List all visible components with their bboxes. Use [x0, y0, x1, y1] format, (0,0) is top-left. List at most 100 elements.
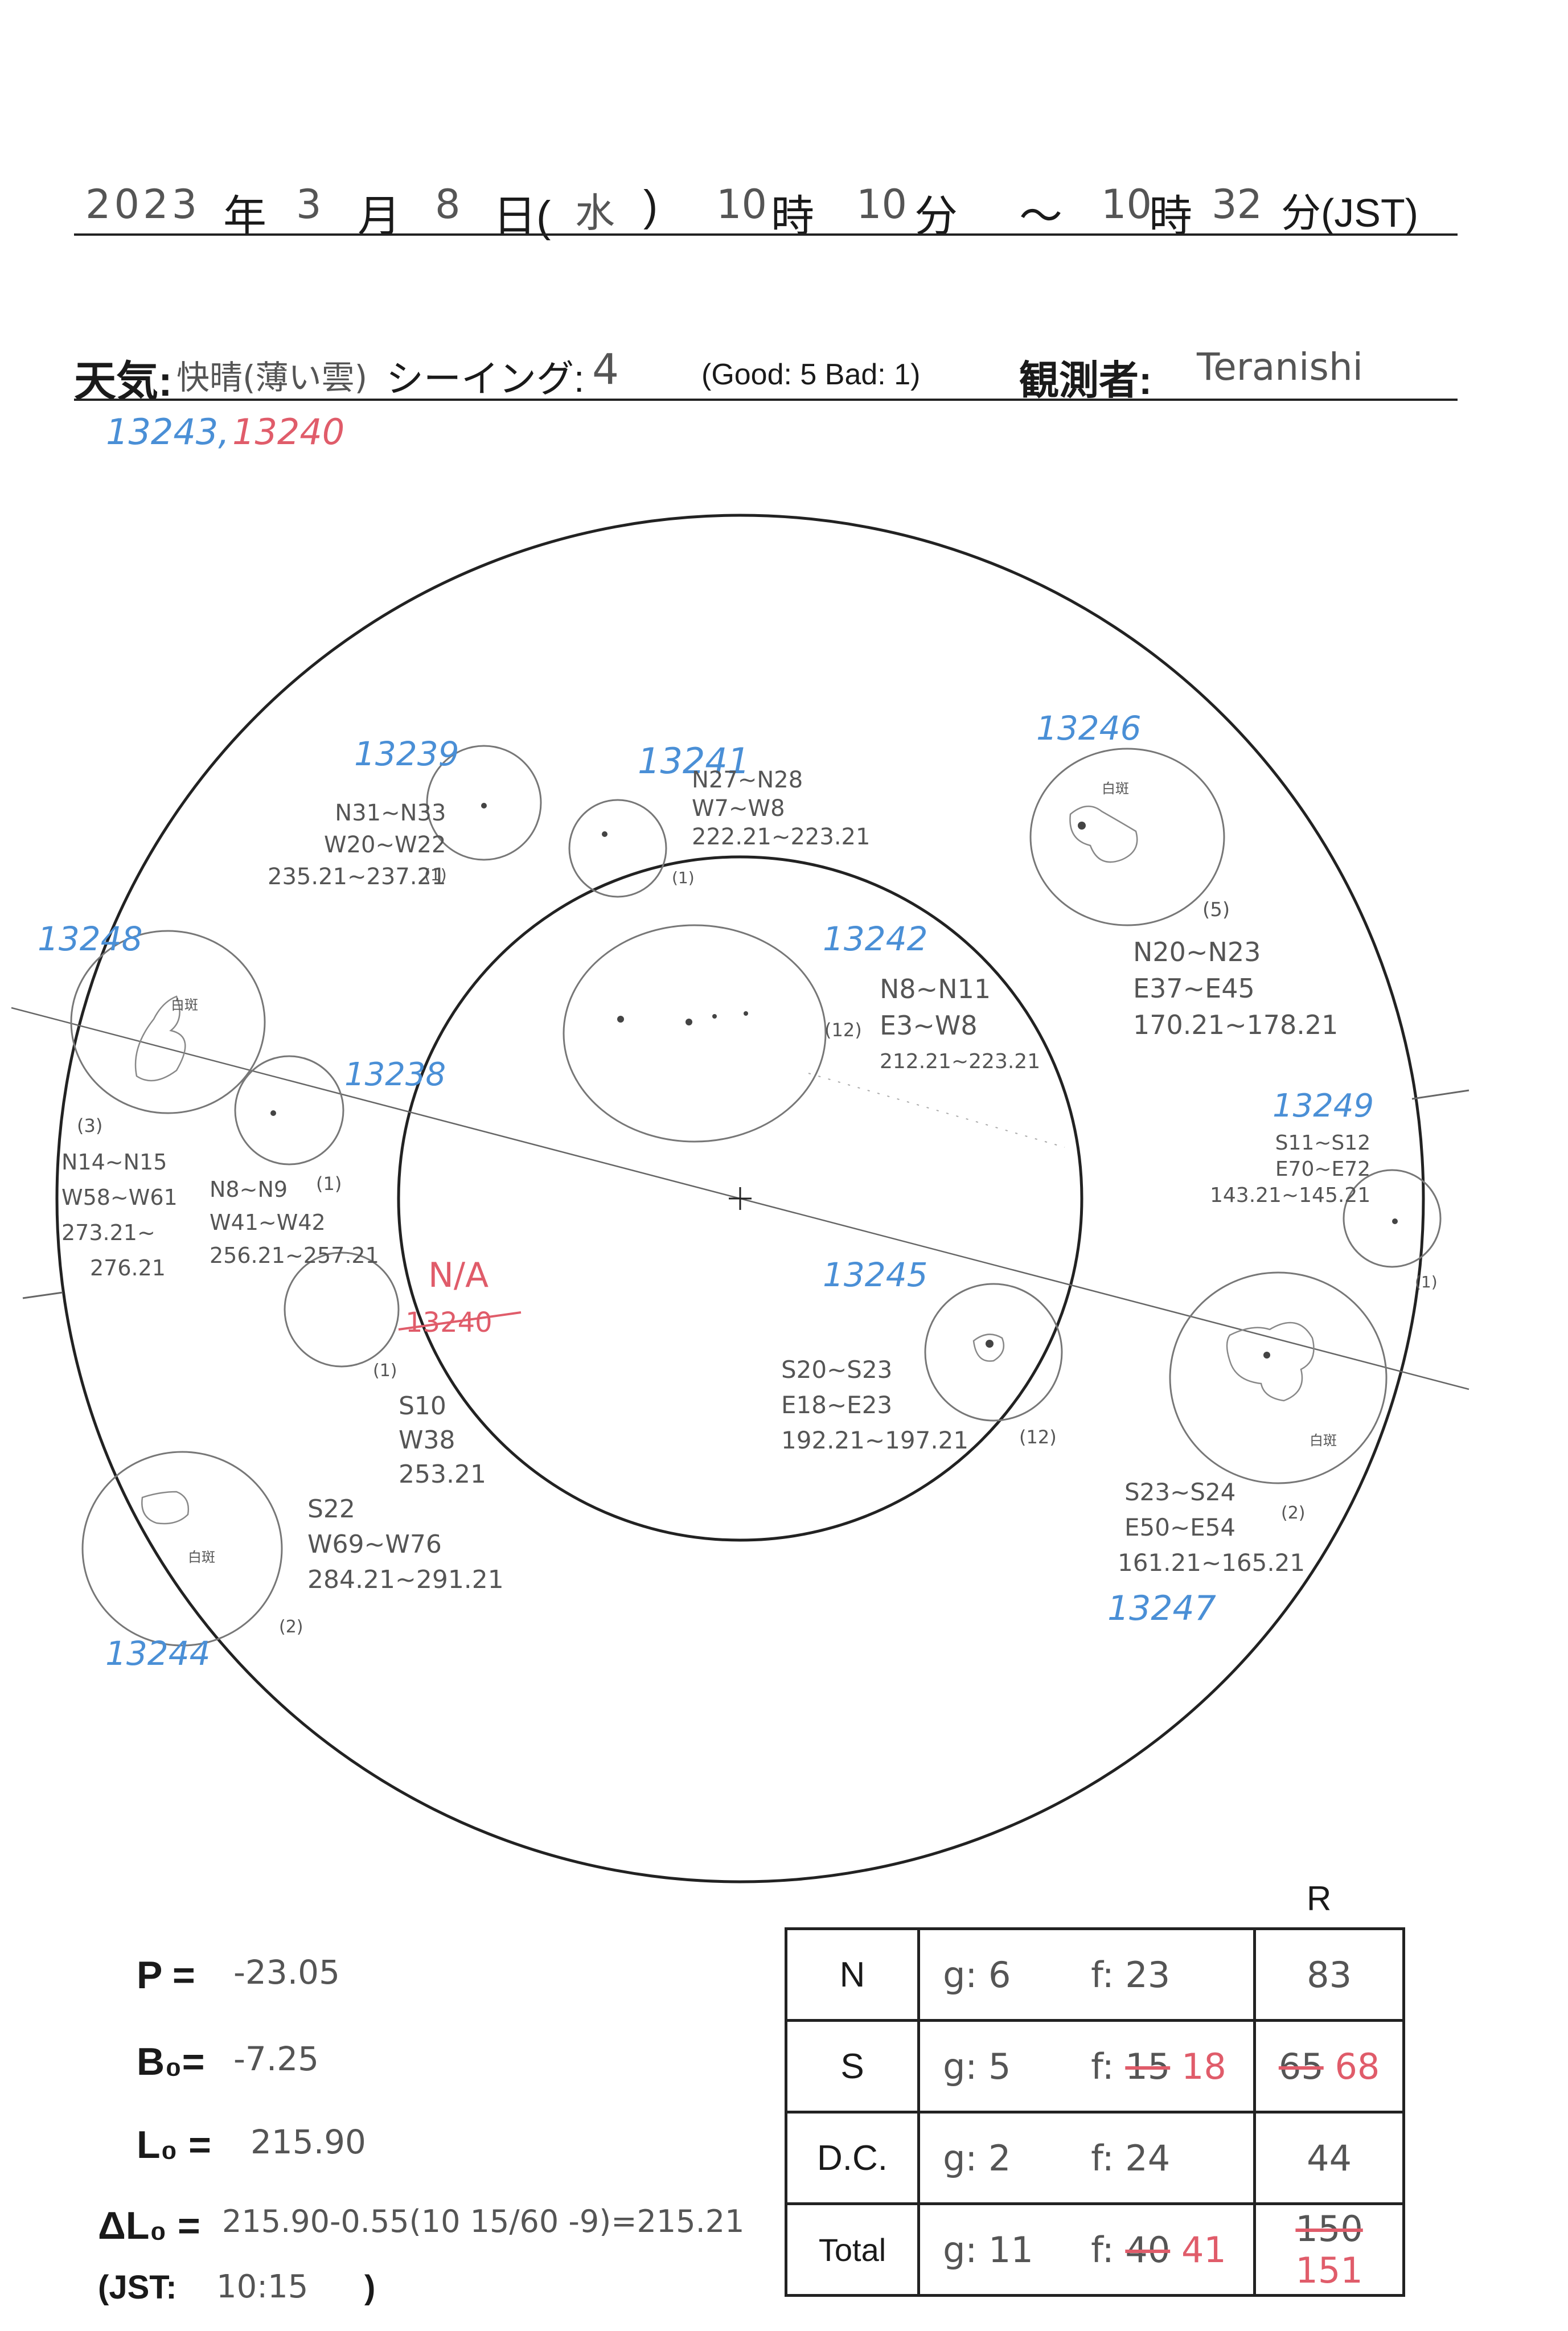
facula-13248 [134, 995, 186, 1082]
region-lat-13238: N8~N9 [210, 1177, 288, 1202]
region-info-13239: N31~N33 W20~W22 235.21~237.21 [268, 797, 446, 893]
r-column-header: R [1307, 1879, 1332, 1918]
region-carr-13241: 222.21~223.21 [692, 824, 871, 850]
region-carr-13249: 143.21~145.21 [1210, 1184, 1371, 1207]
cell-f-s-label: f: [1091, 2045, 1114, 2087]
facula-13245 [972, 1333, 1005, 1362]
day-value: 8 [435, 181, 461, 228]
edge-tick-left [22, 1291, 63, 1299]
region-count-13248: (3) [77, 1115, 103, 1136]
cell-f-n: f: 23 [1091, 1954, 1171, 1996]
facula-13246 [1069, 805, 1138, 863]
region-circle-13242 [563, 924, 827, 1143]
region-lat-13240: S10 [399, 1392, 446, 1421]
spot-13242-b [686, 1019, 692, 1025]
cell-g-s: g: 5 [943, 2045, 1011, 2087]
spot-13246 [1078, 822, 1086, 830]
start-min-unit: 分 [914, 192, 958, 241]
spot-13239 [481, 803, 487, 809]
region-lat-13246: N20~N23 [1133, 937, 1261, 967]
region-count-13241: (1) [672, 868, 695, 887]
region-carr-13238: 256.21~257.21 [210, 1243, 379, 1268]
cell-r-s: 65 68 [1253, 2019, 1405, 2114]
weekday-value: 水 [575, 190, 615, 236]
strike-13240 [398, 1311, 522, 1331]
table-row-north: N g: 6 f: 23 83 [784, 1927, 1405, 2022]
region-id-13246: 13246 [1036, 709, 1142, 748]
region-info-13241: N27~N28 W7~W8 222.21~223.21 [692, 766, 870, 851]
region-id-13240-struck: 13240 [405, 1307, 492, 1339]
dotted-guide [808, 1073, 1065, 1148]
l0-value: 215.90 [251, 2123, 366, 2161]
spot-13242-a [617, 1016, 624, 1023]
start-min-value: 10 [856, 181, 908, 228]
region-carr-13240: 253.21 [399, 1460, 486, 1489]
b0-label: B₀= [137, 2040, 205, 2083]
region-lat-13245: S20~S23 [781, 1356, 893, 1384]
spot-13241 [602, 831, 608, 837]
cell-r-n: 83 [1253, 1927, 1405, 2022]
region-id-13242: 13242 [823, 920, 928, 958]
region-lon-13240: W38 [399, 1426, 455, 1455]
region-carr-13248-a: 273.21~ [61, 1220, 155, 1245]
region-id-13244: 13244 [105, 1634, 211, 1673]
inner-reference-circle [397, 855, 1083, 1542]
end-min-unit: 分(JST) [1281, 191, 1419, 235]
cell-f-total-new: 41 [1181, 2229, 1226, 2271]
region-circle-13245 [924, 1283, 1063, 1422]
region-count-13238: (1) [316, 1173, 342, 1195]
cell-g-n: g: 6 [943, 1954, 1011, 1996]
facula-note-13246: 白斑 [1102, 781, 1129, 797]
region-circle-13244 [81, 1451, 283, 1647]
region-count-13242: (12) [824, 1019, 862, 1041]
region-count-13249: (1) [1415, 1273, 1438, 1291]
region-circle-13246 [1029, 748, 1225, 926]
region-circle-13247 [1169, 1271, 1388, 1484]
l0-label: L₀ = [137, 2123, 211, 2166]
facula-13244 [141, 1491, 190, 1525]
solar-limb-circle [55, 514, 1425, 1883]
region-lat-13247: S23~S24 [1124, 1478, 1236, 1506]
weekday-close: ) [643, 182, 658, 230]
region-lon-13245: E18~E23 [781, 1391, 893, 1419]
region-info-13249: S11~S12 E70~E72 143.21~145.21 [1210, 1130, 1370, 1209]
region-info-13244: S22 W69~W76 284.21~291.21 [307, 1492, 504, 1598]
region-lat-13241: N27~N28 [692, 767, 803, 793]
month-unit: 月 [358, 192, 401, 241]
region-id-13247: 13247 [1107, 1589, 1216, 1628]
delta-l0-value: 215.90-0.55(10 15/60 -9)=215.21 [222, 2203, 745, 2239]
region-lon-13238: W41~W42 [210, 1210, 326, 1235]
region-id-13238: 13238 [344, 1056, 446, 1093]
region-id-13249: 13249 [1273, 1087, 1374, 1125]
row-label-n: N [784, 1927, 921, 2022]
cell-f-total-label: f: [1091, 2229, 1114, 2271]
region-carr-13239: 235.21~237.21 [268, 864, 446, 890]
header-rule [74, 233, 1458, 236]
region-lon-13248: W58~W61 [61, 1185, 178, 1210]
cell-r-s-old: 65 [1278, 2045, 1324, 2087]
conditions-rule [74, 399, 1458, 401]
region-info-13248: N14~N15 W58~W61 273.21~ 276.21 [61, 1144, 178, 1286]
region-carr-13246: 170.21~178.21 [1133, 1009, 1339, 1040]
region-id-na: N/A [428, 1255, 489, 1295]
day-unit: 日( [493, 192, 551, 241]
edge-tick-right [1411, 1089, 1470, 1100]
region-lat-13249: S11~S12 [1275, 1131, 1371, 1155]
spot-13249 [1392, 1218, 1398, 1224]
row-label-total: Total [784, 2202, 921, 2297]
weather-label: 天気: [74, 358, 173, 405]
facula-note-13244: 白斑 [188, 1549, 215, 1565]
p-label: P = [137, 1954, 195, 1997]
start-hour-value: 10 [716, 181, 767, 228]
region-carr-13244: 284.21~291.21 [307, 1565, 504, 1594]
cell-r-s-new: 68 [1335, 2045, 1380, 2087]
region-lat-13248: N14~N15 [61, 1150, 167, 1175]
region-info-13245: S20~S23 E18~E23 192.21~197.21 [781, 1352, 968, 1458]
cell-r-total-new: 151 [1295, 2250, 1363, 2291]
